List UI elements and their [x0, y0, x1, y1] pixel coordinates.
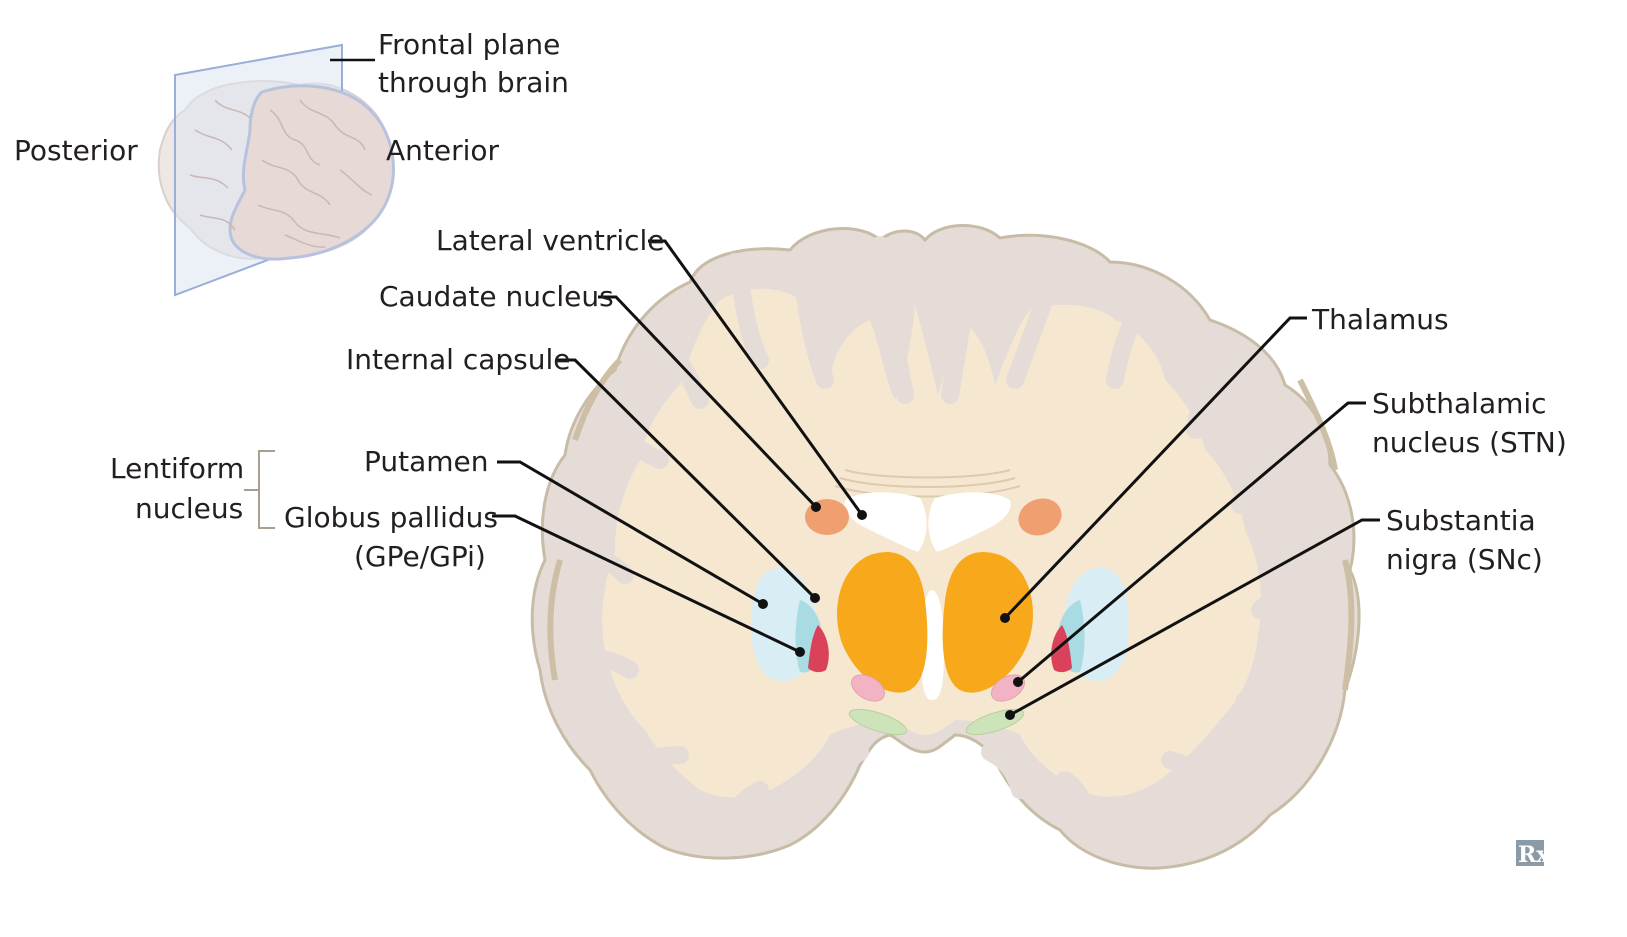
label-substantia-line1: Substantia: [1386, 504, 1536, 537]
leader-caudate-nucleus: [598, 295, 818, 509]
leader-dot-thalamus: [1000, 613, 1010, 623]
rx-logo-box: [1516, 840, 1544, 866]
leader-globus-pallidus: [492, 514, 801, 654]
leader-subthalamic: [1017, 401, 1366, 684]
leader-dot-putamen: [758, 599, 768, 609]
lateral-ventricle-left: [844, 492, 927, 552]
inset-plane-label-line1: Frontal plane: [378, 28, 560, 61]
label-caudate-nucleus: Caudate nucleus: [379, 280, 614, 313]
leader-dot-subthalamic: [1013, 677, 1023, 687]
cortical-sulci: [551, 236, 1344, 854]
leader-substantia-nigra: [1009, 518, 1380, 717]
leader-thalamus: [1003, 316, 1307, 620]
inset-posterior-label: Posterior: [14, 134, 138, 167]
thalamus-left: [837, 552, 928, 693]
leader-dot-globus-pallidus: [795, 647, 805, 657]
label-internal-capsule: Internal capsule: [346, 343, 570, 376]
right-labels: Thalamus Subthalamic nucleus (STN) Subst…: [1311, 303, 1567, 576]
label-lateral-ventricle: Lateral ventricle: [436, 224, 665, 257]
label-lentiform-line1: Lentiform: [110, 452, 244, 485]
label-lentiform-line2: nucleus: [135, 492, 243, 525]
leader-internal-capsule: [556, 358, 817, 600]
inset-brain-gyri: [189, 99, 373, 248]
leader-putamen: [497, 460, 764, 606]
lateral-ventricle-right: [928, 492, 1011, 552]
inset-anterior-label: Anterior: [386, 134, 500, 167]
globus-pallidus-int-right: [1051, 625, 1072, 673]
substantia-nigra-left: [848, 708, 908, 736]
leader-lines: [492, 239, 1380, 720]
left-labels: Lateral ventricle Caudate nucleus Intern…: [110, 224, 665, 573]
inset-brain-anterior: [228, 84, 395, 261]
thalamus-right: [942, 552, 1033, 693]
label-substantia-line2: nigra (SNc): [1386, 543, 1543, 576]
globus-pallidus-int-left: [808, 625, 829, 673]
leader-dot-internal-capsule: [810, 593, 820, 603]
label-subthalamic-line1: Subthalamic: [1372, 387, 1547, 420]
label-thalamus: Thalamus: [1311, 303, 1449, 336]
rx-logo: Rx: [1516, 840, 1550, 868]
leader-lateral-ventricle: [648, 239, 864, 516]
lentiform-bracket: [258, 450, 275, 529]
rx-logo-text: Rx: [1518, 842, 1550, 868]
inset-brain-figure: Frontal plane through brain Posterior An…: [14, 28, 569, 297]
subthalamic-nucleus-left: [850, 674, 886, 702]
coronal-section: [530, 224, 1361, 870]
corpus-callosum: [834, 469, 1021, 498]
inset-plane-label-line2: through brain: [378, 66, 569, 99]
label-globus-pallidus-line2: (GPe/GPi): [354, 540, 486, 573]
label-putamen: Putamen: [364, 445, 489, 478]
leader-dot-substantia-nigra: [1005, 710, 1015, 720]
leader-dot-caudate-nucleus: [811, 502, 821, 512]
caudate-nucleus-right: [1018, 498, 1062, 536]
label-subthalamic-line2: nucleus (STN): [1372, 426, 1567, 459]
label-globus-pallidus-line1: Globus pallidus: [284, 501, 498, 534]
leader-dot-lateral-ventricle: [857, 510, 867, 520]
